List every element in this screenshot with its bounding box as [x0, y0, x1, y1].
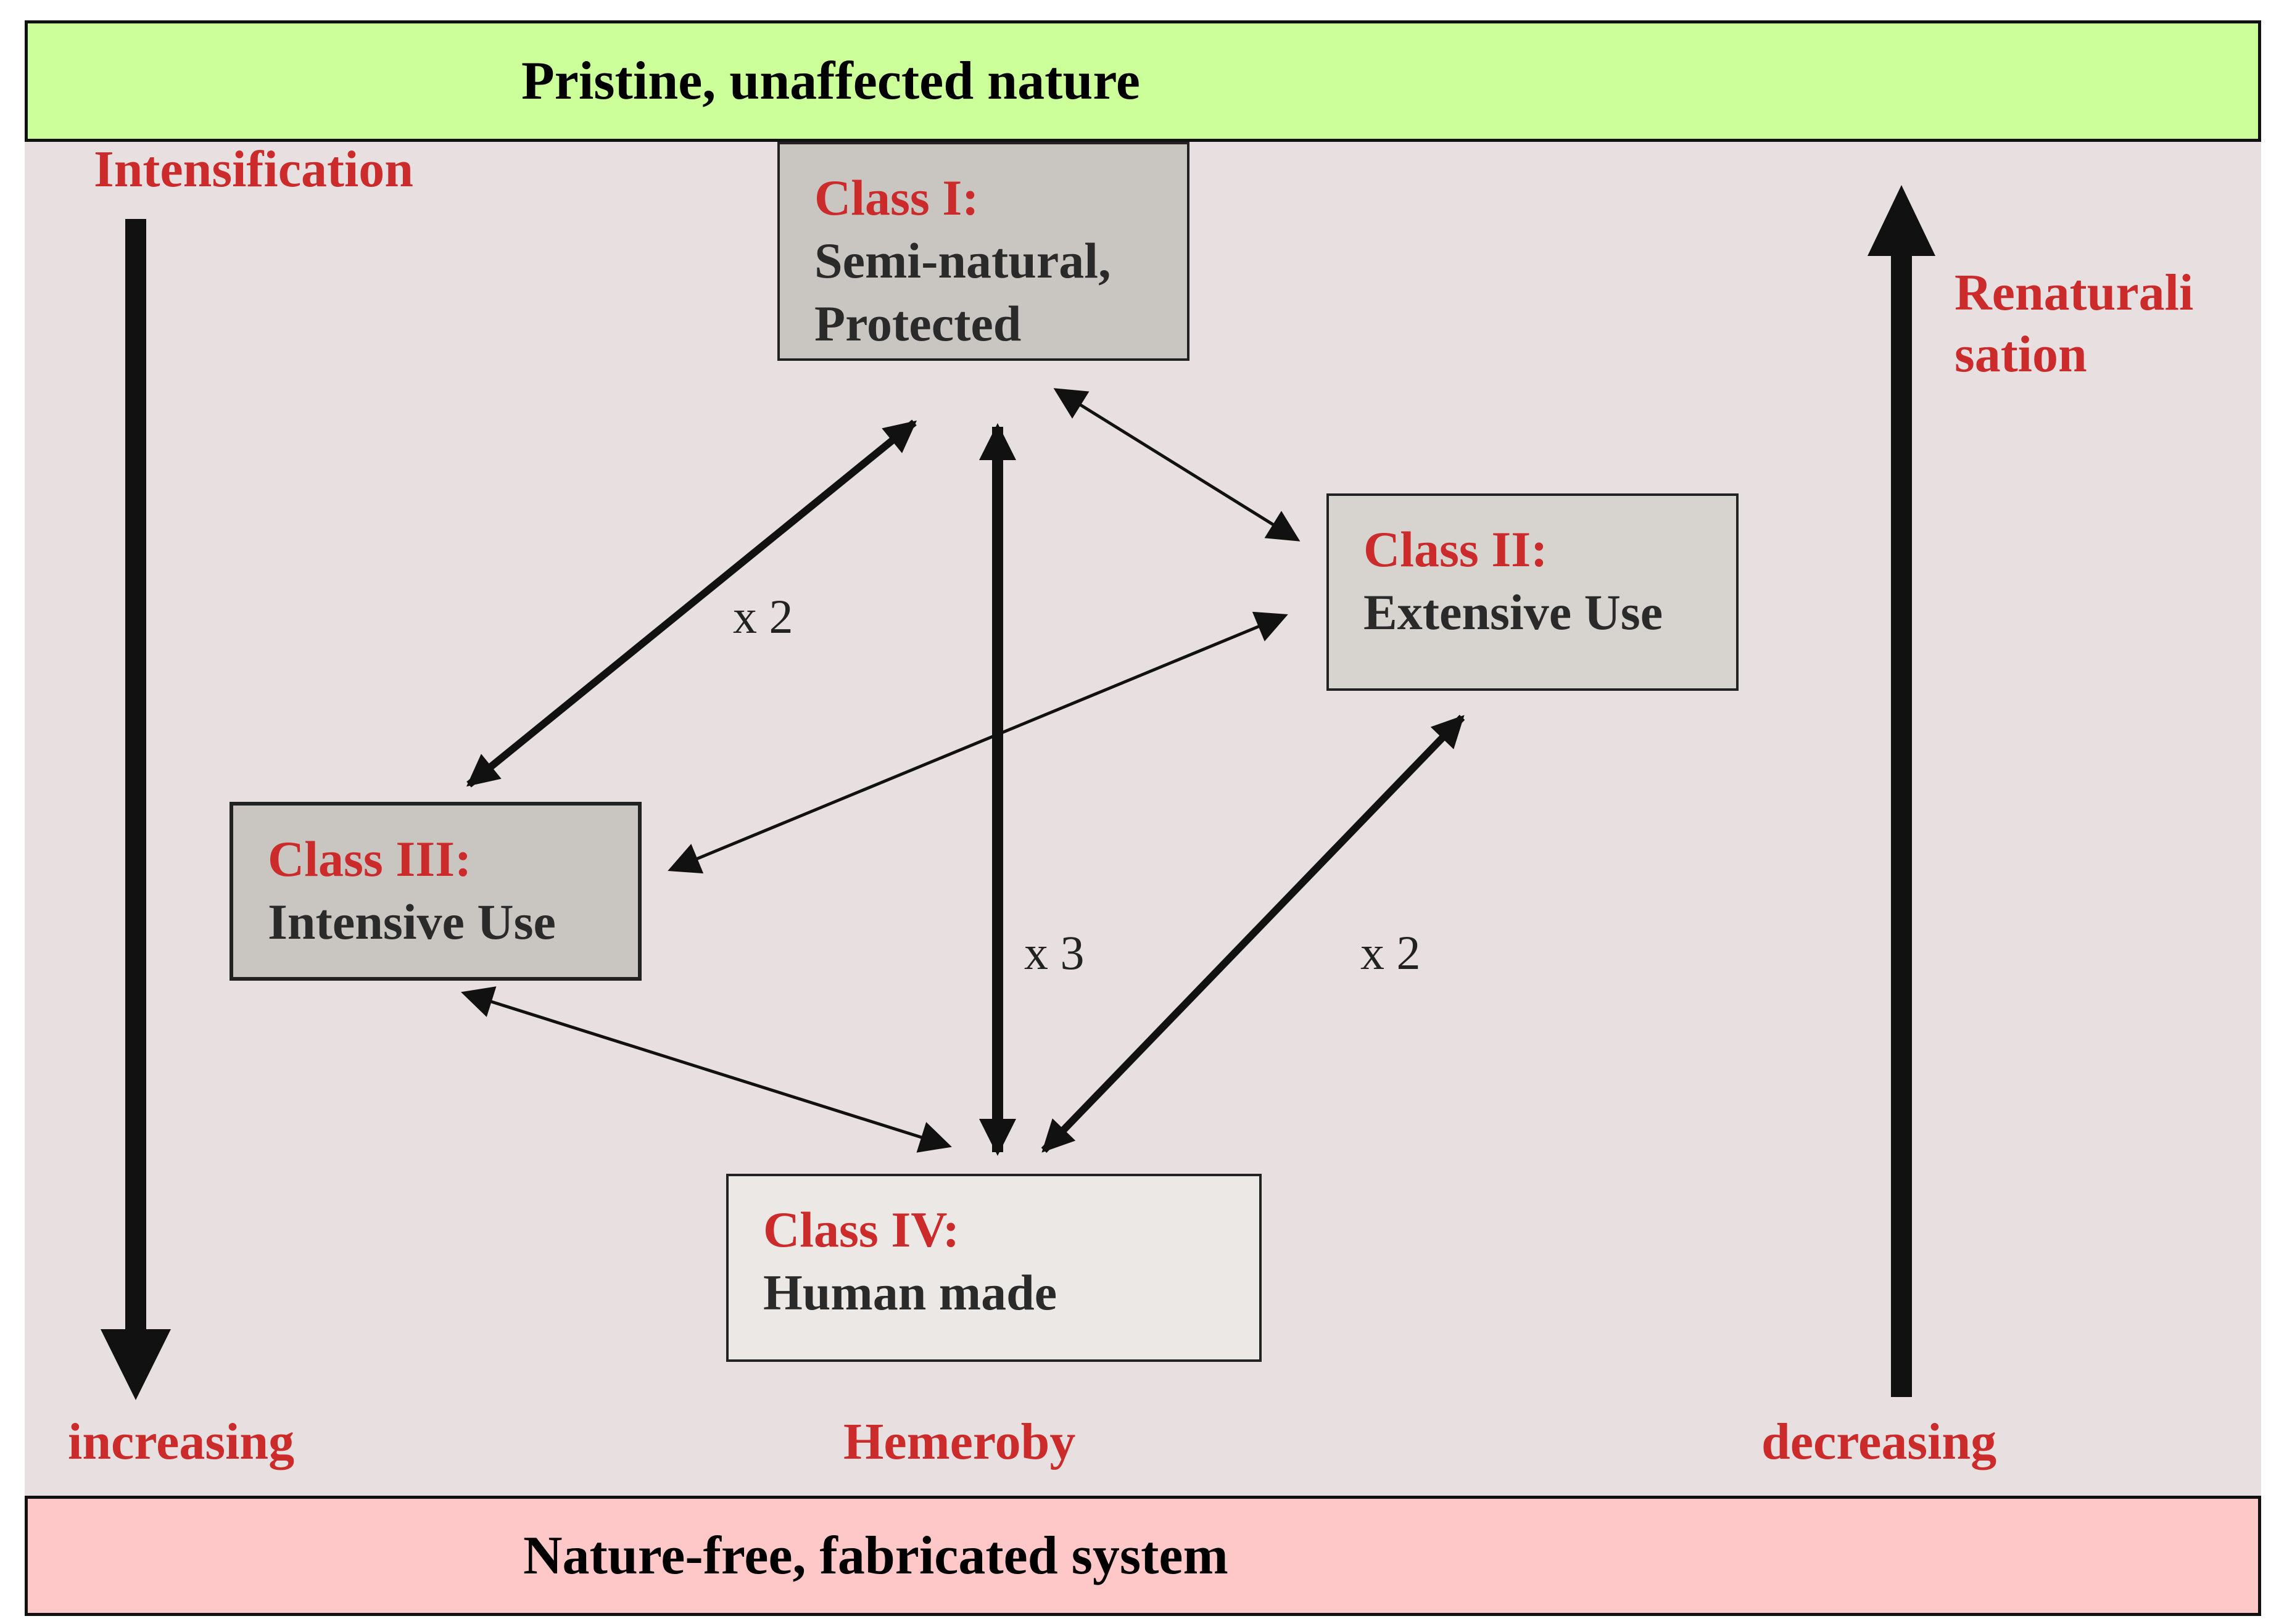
renaturalisation-arrowhead	[1868, 185, 1935, 256]
class-1-description: Semi-natural, Protected	[814, 233, 1111, 352]
intensification-arrowhead	[101, 1329, 171, 1400]
arrow-class1-class2	[1053, 388, 1301, 542]
class-3-box: Class III: Intensive Use	[230, 802, 642, 981]
hemeroby-label: Hemeroby	[843, 1413, 1076, 1470]
class-2-box: Class II: Extensive Use	[1326, 493, 1739, 691]
class-3-description: Intensive Use	[268, 894, 556, 950]
arrow-class2-class4	[1041, 714, 1465, 1153]
multiplier-class1-class3: x 2	[733, 590, 793, 643]
increasing-label: increasing	[68, 1413, 295, 1470]
class-4-box: Class IV: Human made	[726, 1174, 1262, 1362]
pristine-nature-label: Pristine, unaffected nature	[521, 51, 1140, 111]
pristine-nature-band: Pristine, unaffected nature	[25, 20, 2261, 142]
class-1-box: Class I: Semi-natural, Protected	[777, 142, 1189, 361]
class-4-description: Human made	[763, 1264, 1057, 1321]
arrow-class2-class3	[668, 611, 1288, 874]
class-2-description: Extensive Use	[1363, 584, 1663, 640]
class-2-title: Class II:	[1363, 521, 1548, 577]
decreasing-label: decreasing	[1761, 1413, 1997, 1470]
class-3-title: Class III:	[268, 831, 472, 887]
renaturalisation-label: Renaturali sation	[1955, 264, 2194, 383]
class-1-title: Class I:	[814, 170, 979, 226]
arrow-class1-class3	[466, 419, 917, 788]
arrow-class3-class4	[461, 986, 952, 1153]
multiplier-class2-class4: x 2	[1360, 926, 1421, 979]
fabricated-system-label: Nature-free, fabricated system	[523, 1526, 1228, 1586]
multiplier-class1-class4: x 3	[1024, 926, 1085, 979]
class-4-title: Class IV:	[763, 1202, 960, 1258]
intensification-label: Intensification	[94, 141, 414, 198]
fabricated-system-band: Nature-free, fabricated system	[25, 1496, 2261, 1616]
